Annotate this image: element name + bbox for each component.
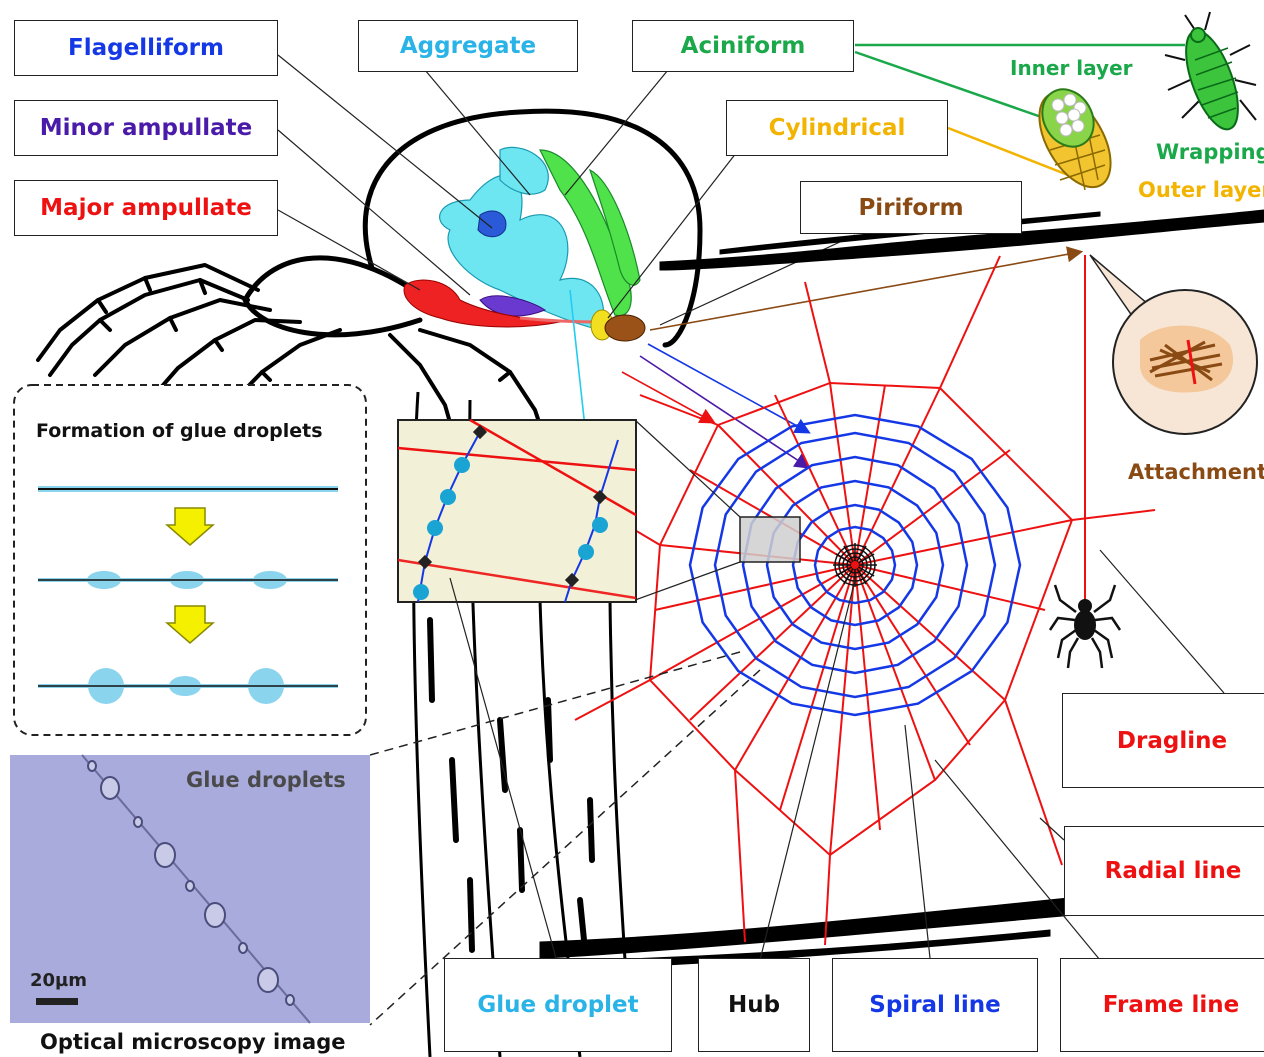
dashed-connectors	[369, 651, 761, 1026]
minor-ampullate-gland	[479, 295, 547, 317]
label-frame-line: Frame line	[1060, 958, 1264, 1052]
label-piriform: Piriform	[800, 181, 1022, 234]
label-spiral-line: Spiral line	[832, 958, 1038, 1052]
radial-lines	[649, 382, 1073, 856]
aciniform-gland-2	[588, 168, 641, 286]
aciniform-connectors	[854, 43, 1185, 122]
aciniform-gland	[539, 149, 632, 317]
spider-legs	[36, 263, 547, 442]
label-aciniform: Aciniform	[632, 20, 854, 72]
label-aggregate: Aggregate	[358, 20, 578, 72]
label-glue-droplet: Glue droplet	[444, 958, 672, 1052]
label-cylindrical: Cylindrical	[726, 100, 948, 156]
bottom-leader-lines	[449, 381, 1225, 961]
label-inner-layer: Inner layer	[1010, 56, 1133, 80]
scale-bar-label: 20µm	[30, 970, 88, 991]
microscopy-image	[10, 754, 370, 1024]
micro-caption: Optical microscopy image	[40, 1030, 346, 1054]
hanging-spider	[1048, 584, 1122, 669]
label-hub: Hub	[698, 958, 810, 1052]
cocoon	[1038, 88, 1112, 191]
formation-title: Formation of glue droplets	[36, 420, 323, 442]
label-major-ampullate: Major ampullate	[14, 180, 278, 236]
label-minor-ampullate: Minor ampullate	[14, 100, 278, 156]
label-outer-layer: Outer layer	[1138, 178, 1264, 202]
silk-arrows	[569, 246, 1084, 514]
orb-web	[574, 255, 1156, 946]
cylindrical-connector	[947, 126, 1069, 177]
silk-glands	[403, 146, 646, 342]
label-wrapping: Wrapping	[1156, 140, 1264, 164]
micro-title: Glue droplets	[186, 768, 346, 792]
label-leader-lines	[277, 54, 856, 326]
zoom-inset	[397, 418, 637, 603]
flagelliform-gland	[477, 210, 507, 238]
wrapped-insect	[1164, 11, 1257, 131]
aggregate-gland-2	[499, 146, 549, 195]
zoom-region	[739, 516, 801, 563]
label-flagelliform: Flagelliform	[14, 20, 278, 76]
label-dragline: Dragline	[1062, 693, 1264, 788]
label-radial-line: Radial line	[1064, 826, 1264, 916]
piriform-gland	[604, 314, 646, 342]
attachment-callout	[1089, 254, 1258, 435]
spiral-lines	[688, 413, 1022, 717]
label-attachment: Attachment	[1128, 460, 1264, 484]
formation-panel	[13, 384, 367, 736]
